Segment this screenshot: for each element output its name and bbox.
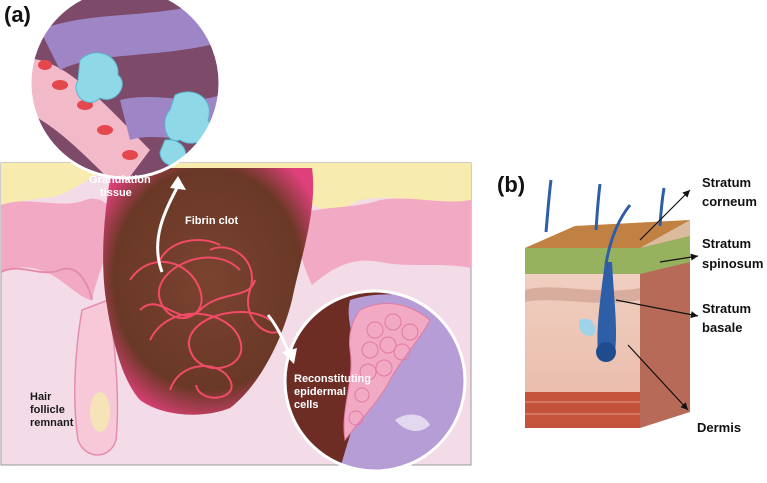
panel-b-letter: (b) (497, 172, 526, 197)
label-corneum-2: corneum (702, 194, 757, 209)
label-basale-2: basale (702, 320, 742, 335)
pointer-dermis (627, 344, 689, 411)
label-granulation-1: Granulation (89, 174, 151, 186)
label-corneum-1: Stratum (702, 175, 751, 190)
label-fibrin-clot: Fibrin clot (185, 215, 239, 227)
fibrin-clot (103, 168, 314, 415)
label-spinosum-1: Stratum (702, 236, 751, 251)
fibrin-strands (129, 239, 281, 399)
pointer-spinosum (659, 253, 699, 263)
label-hair-2: follicle (30, 404, 65, 416)
panel-a-letter: (a) (4, 2, 31, 27)
label-recon-3: cells (294, 399, 318, 411)
label-dermis: Dermis (697, 420, 741, 435)
label-hair-3: remnant (30, 417, 74, 429)
label-recon-2: epidermal (294, 386, 346, 398)
arrow-to-granulation (156, 185, 180, 273)
label-hair-1: Hair (30, 391, 52, 403)
label-spinosum-2: spinosum (702, 256, 763, 271)
granulation-inset (28, 0, 222, 180)
epidermis-left (1, 198, 115, 300)
label-recon-1: Reconstituting (294, 373, 371, 385)
arrow-head-granulation (170, 176, 186, 190)
skin-block (525, 179, 690, 428)
label-granulation-2: tissue (100, 187, 132, 199)
arrow-head-epidermal (282, 348, 297, 364)
epidermis-right (298, 198, 471, 285)
label-basale-1: Stratum (702, 301, 751, 316)
pointer-basale (615, 299, 699, 319)
epidermal-inset (283, 289, 467, 473)
pointer-corneum (639, 189, 691, 241)
